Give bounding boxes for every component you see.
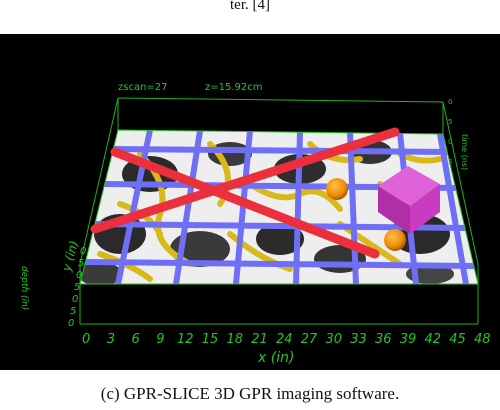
status-z: z=15.92cm <box>205 82 263 93</box>
x-tick-label: 6 <box>132 332 140 347</box>
x-tick-label: 9 <box>156 332 164 347</box>
x-tick-label: 27 <box>301 332 318 347</box>
right-axis-label: time (ns) <box>460 134 469 170</box>
x-tick-label: 24 <box>276 332 293 347</box>
right-axis-ticks: 0 5 0 5 <box>448 98 452 166</box>
x-tick-label: 33 <box>350 332 367 347</box>
left-axis-label: depth (in) <box>19 266 29 310</box>
x-axis-label: x (in) <box>257 350 294 366</box>
x-tick-label: 15 <box>202 332 219 347</box>
x-tick-label: 45 <box>449 332 466 347</box>
left-tick-label: 0 <box>72 294 78 305</box>
right-tick-label: 0 <box>448 98 452 106</box>
right-tick-label: 0 <box>448 138 452 146</box>
x-tick-label: 18 <box>227 332 244 347</box>
target-sphere-2 <box>384 229 406 251</box>
x-tick-label: 36 <box>375 332 392 347</box>
left-tick-label: 0 <box>76 270 82 281</box>
x-tick-label: 39 <box>400 332 417 347</box>
left-tick-label: 5 <box>70 306 76 317</box>
left-tick-label: 0 <box>80 246 86 257</box>
figure-caption: (c) GPR-SLICE 3D GPR imaging software. <box>100 384 400 403</box>
axis-wireframe <box>79 97 479 325</box>
x-tick-label: 30 <box>326 332 343 347</box>
top-text-fragment: ter. [4] <box>230 0 270 13</box>
x-tick-label: 21 <box>251 332 268 347</box>
red-x-marker <box>90 127 400 259</box>
left-tick-label: 0 <box>68 318 74 329</box>
left-tick-label: 5 <box>74 282 80 293</box>
target-box <box>378 166 440 234</box>
status-zscan: zscan=27 <box>118 82 168 93</box>
x-tick-label: 48 <box>474 332 491 347</box>
left-tick-label: 5 <box>78 258 84 269</box>
x-tick-label: 0 <box>82 332 90 347</box>
x-tick-label: 42 <box>425 332 442 347</box>
target-sphere-1 <box>326 178 348 200</box>
right-tick-label: 5 <box>448 158 452 166</box>
x-tick-label: 12 <box>177 332 194 347</box>
x-tick-label: 3 <box>107 332 115 347</box>
right-tick-label: 5 <box>448 118 452 126</box>
